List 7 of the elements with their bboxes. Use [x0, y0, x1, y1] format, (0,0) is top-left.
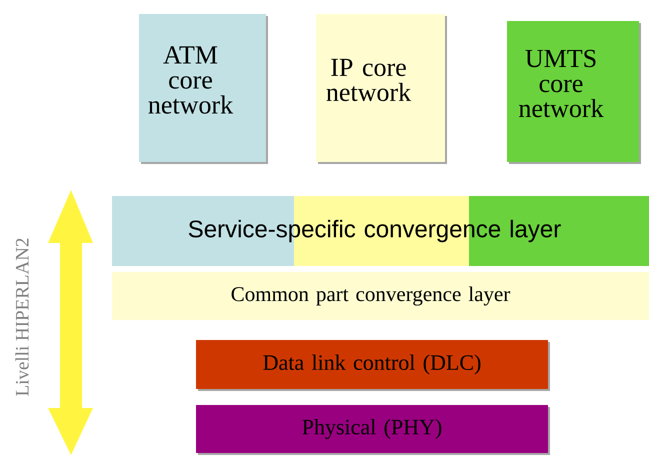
- axis-label: Livelli HIPERLAN2: [15, 238, 29, 396]
- core-network-box: IP core network: [316, 14, 447, 164]
- layer-bar: Common part convergence layer: [112, 272, 649, 320]
- layer-bar: Data link control (DLC): [196, 340, 550, 391]
- layer-bar: Physical (PHY): [196, 405, 550, 455]
- core-network-box: ATM core network: [139, 14, 268, 164]
- core-network-box: UMTS core network: [507, 21, 641, 164]
